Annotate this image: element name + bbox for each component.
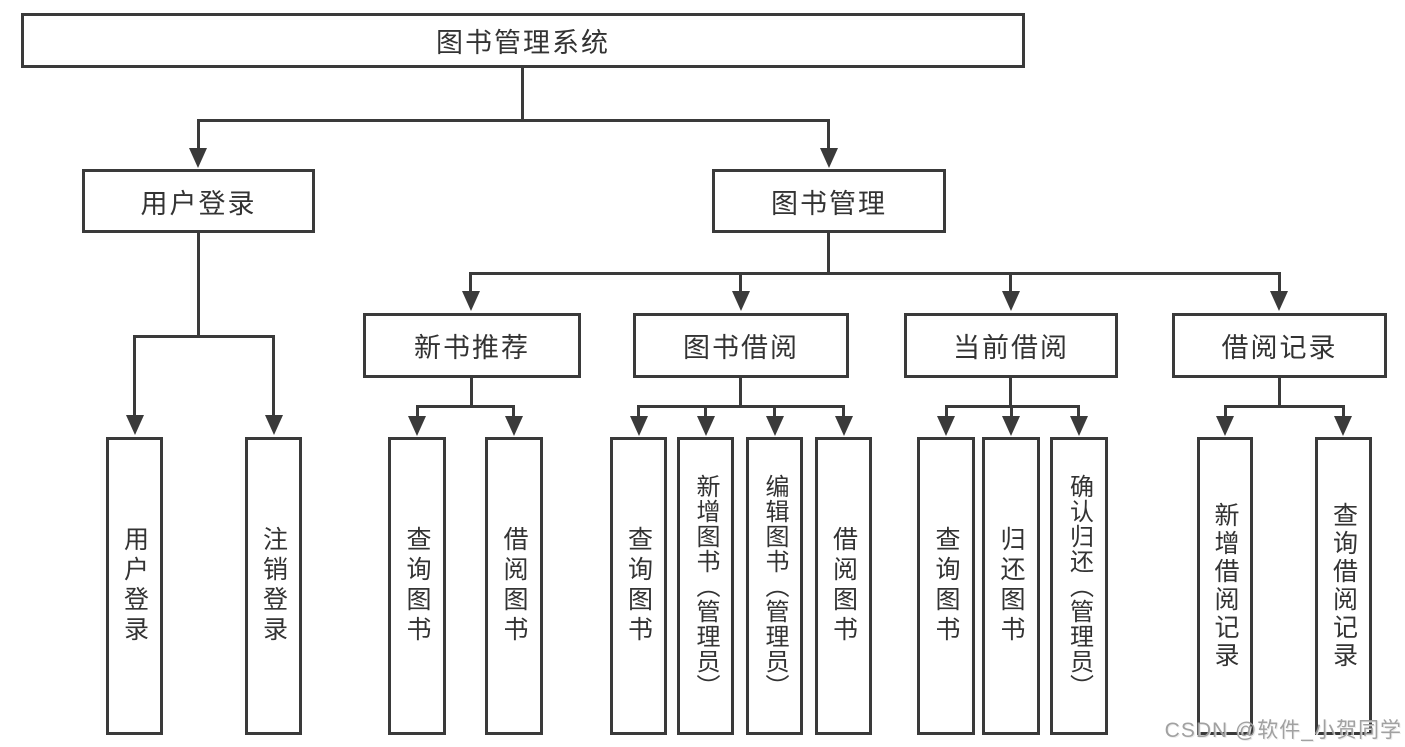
leaf-records-query-record: 查询借阅记录	[1315, 437, 1372, 735]
connector-line	[637, 405, 845, 408]
connector-line	[739, 378, 742, 407]
connector-line	[842, 405, 845, 417]
arrowhead-down-icon	[937, 416, 955, 436]
connector-line	[827, 119, 830, 149]
connector-line	[469, 272, 1280, 275]
connector-line	[827, 233, 830, 274]
connector-line	[416, 405, 419, 417]
arrowhead-down-icon	[462, 291, 480, 311]
node-library-system: 图书管理系统	[21, 13, 1025, 68]
arrowhead-down-icon	[265, 415, 283, 435]
connector-line	[1224, 405, 1344, 408]
connector-line	[1278, 272, 1281, 293]
leaf-borrow-query-books: 查询图书	[610, 437, 667, 735]
arrowhead-down-icon	[1270, 291, 1288, 311]
connector-line	[1009, 272, 1012, 293]
connector-line	[637, 405, 640, 417]
connector-line	[197, 119, 200, 149]
arrowhead-down-icon	[1334, 416, 1352, 436]
leaf-current-return-books: 归还图书	[982, 437, 1040, 735]
arrowhead-down-icon	[630, 416, 648, 436]
node-borrow-records: 借阅记录	[1172, 313, 1387, 378]
arrowhead-down-icon	[408, 416, 426, 436]
watermark: CSDN @软件_小贺同学	[1164, 719, 1402, 742]
connector-line	[704, 405, 707, 417]
arrowhead-down-icon	[1216, 416, 1234, 436]
arrowhead-down-icon	[1070, 416, 1088, 436]
arrowhead-down-icon	[697, 416, 715, 436]
connector-line	[1278, 378, 1281, 407]
connector-line	[272, 335, 275, 417]
connector-line	[1009, 378, 1012, 407]
connector-line	[1224, 405, 1227, 417]
connector-line	[133, 335, 275, 338]
connector-line	[416, 405, 515, 408]
arrowhead-down-icon	[820, 148, 838, 168]
arrowhead-down-icon	[505, 416, 523, 436]
leaf-borrow-add-books-admin: 新增图书（管理员）	[677, 437, 734, 735]
arrowhead-down-icon	[1002, 291, 1020, 311]
leaf-recommend-borrow-books: 借阅图书	[485, 437, 543, 735]
connector-line	[945, 405, 948, 417]
connector-line	[197, 119, 830, 122]
leaf-current-query-books: 查询图书	[917, 437, 975, 735]
leaf-logout: 注销登录	[245, 437, 302, 735]
node-user-login: 用户登录	[82, 169, 315, 233]
node-book-borrow: 图书借阅	[633, 313, 849, 378]
leaf-recommend-query-books: 查询图书	[388, 437, 446, 735]
node-book-management: 图书管理	[712, 169, 946, 233]
connector-line	[1010, 405, 1013, 417]
connector-line	[739, 272, 742, 293]
arrowhead-down-icon	[766, 416, 784, 436]
connector-line	[469, 272, 472, 293]
connector-line	[512, 405, 515, 417]
connector-line	[133, 335, 136, 417]
arrowhead-down-icon	[835, 416, 853, 436]
leaf-current-confirm-return-admin: 确认归还（管理员）	[1050, 437, 1108, 735]
leaf-borrow-edit-books-admin: 编辑图书（管理员）	[746, 437, 803, 735]
connector-line	[470, 378, 473, 407]
connector-line	[197, 233, 200, 337]
connector-line	[521, 68, 524, 121]
arrowhead-down-icon	[1002, 416, 1020, 436]
arrowhead-down-icon	[126, 415, 144, 435]
leaf-borrow-borrow-books: 借阅图书	[815, 437, 872, 735]
leaf-records-add-record: 新增借阅记录	[1197, 437, 1253, 735]
leaf-user-login: 用户登录	[106, 437, 163, 735]
node-new-book-recommend: 新书推荐	[363, 313, 581, 378]
connector-line	[1077, 405, 1080, 417]
node-current-borrow: 当前借阅	[904, 313, 1118, 378]
connector-line	[1342, 405, 1345, 417]
arrowhead-down-icon	[189, 148, 207, 168]
connector-line	[773, 405, 776, 417]
arrowhead-down-icon	[732, 291, 750, 311]
